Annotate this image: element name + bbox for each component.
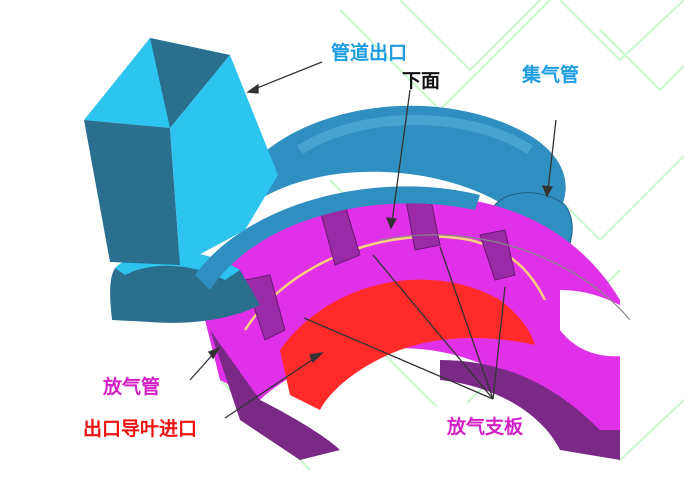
- label-lower-surface: 下面: [402, 70, 441, 92]
- label-collector-pipe: 集气管: [522, 64, 580, 86]
- label-bleed-struts: 放气支板: [447, 416, 524, 438]
- outlet-guide-vane-inlet-face: [280, 279, 535, 410]
- pipe-outlet-box: [84, 38, 278, 265]
- annotation-arrows: [189, 61, 557, 419]
- bleed-struts: [244, 194, 516, 341]
- label-bleed-pipe: 放气管: [103, 376, 161, 398]
- strut-arrows: [303, 246, 506, 400]
- casing-lower-face: [210, 330, 340, 460]
- label-pipe-outlet: 管道出口: [331, 42, 408, 64]
- label-outlet-guide-vane-inlet: 出口导叶进口: [83, 418, 198, 440]
